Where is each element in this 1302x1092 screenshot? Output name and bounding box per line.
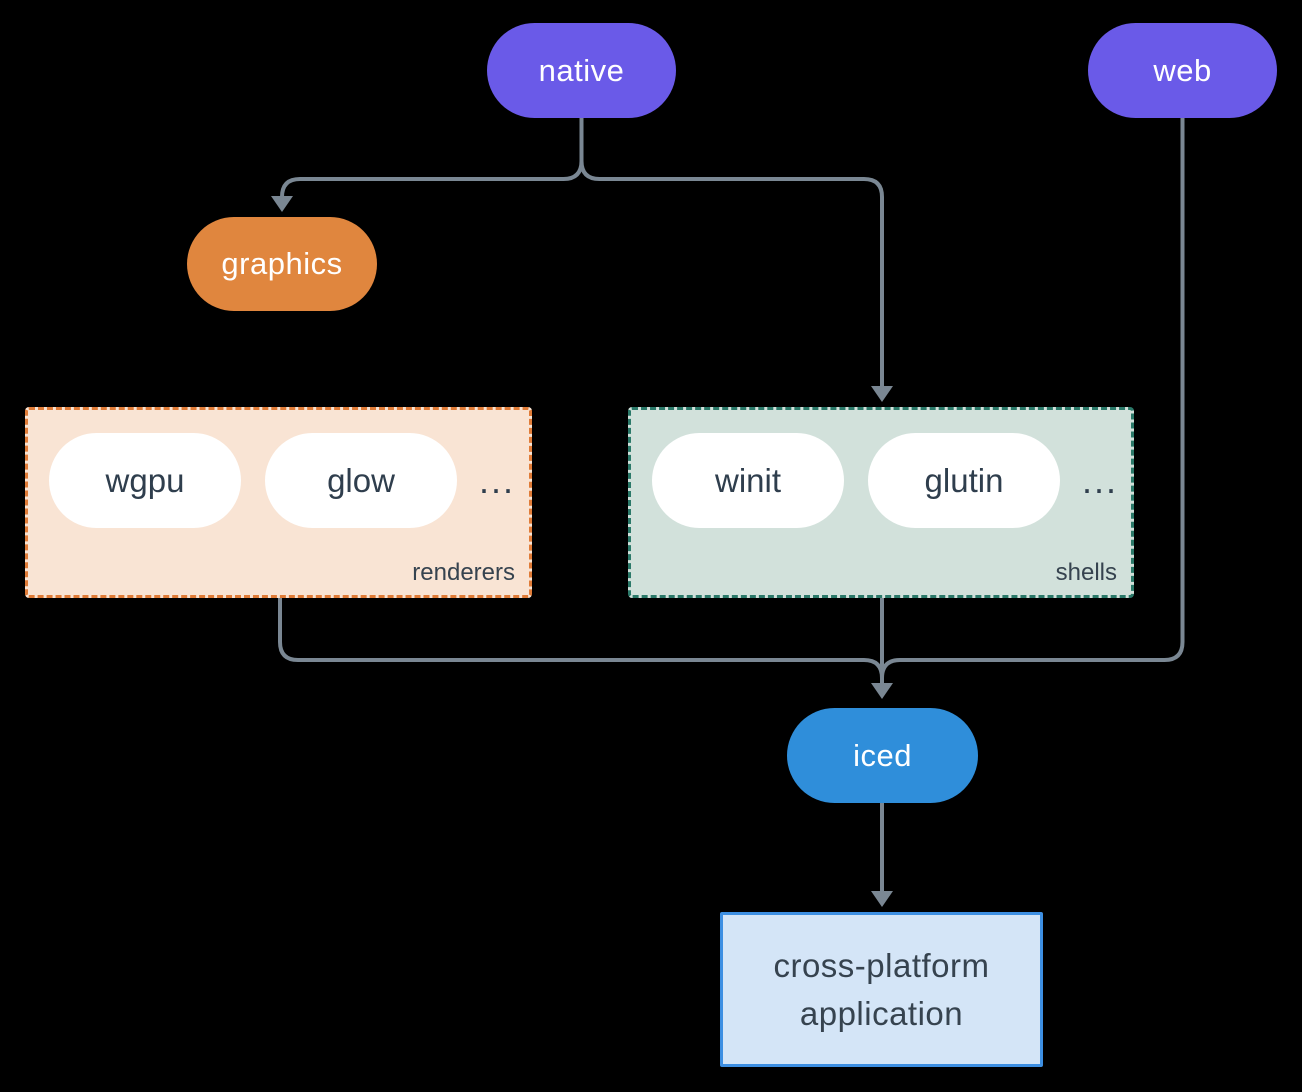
node-iced: iced xyxy=(787,708,978,803)
group-renderers: wgpu glow ... renderers xyxy=(25,407,532,598)
node-web-label: web xyxy=(1153,52,1212,88)
node-iced-label: iced xyxy=(853,737,912,773)
application-label-line2: application xyxy=(799,994,964,1032)
node-graphics-label: graphics xyxy=(221,246,343,281)
application-label-line1: cross-platform xyxy=(773,946,990,984)
edge-native-graphics xyxy=(280,116,584,199)
node-graphics: graphics xyxy=(187,217,377,311)
node-cross-platform-application: cross-platform application xyxy=(720,912,1043,1067)
group-renderers-label: renderers xyxy=(412,559,515,586)
edge-renderers-iced xyxy=(278,596,884,680)
arrowhead-iced xyxy=(871,683,893,699)
edge-web-iced xyxy=(880,116,1185,680)
node-glutin-label: glutin xyxy=(924,461,1004,499)
node-glow: glow xyxy=(265,433,457,528)
node-native-label: native xyxy=(538,52,625,88)
group-shells: winit glutin ... shells xyxy=(628,407,1134,598)
group-shells-label: shells xyxy=(1055,559,1117,586)
node-native: native xyxy=(487,23,676,118)
node-winit: winit xyxy=(652,433,844,528)
arrowhead-application xyxy=(871,891,893,907)
node-winit-label: winit xyxy=(714,461,782,499)
node-wgpu-label: wgpu xyxy=(105,461,185,499)
node-glow-label: glow xyxy=(327,461,395,499)
node-web: web xyxy=(1088,23,1277,118)
arrowhead-graphics xyxy=(271,196,293,212)
arrowhead-shells xyxy=(871,386,893,402)
node-wgpu: wgpu xyxy=(49,433,241,528)
edge-native-shells xyxy=(579,116,884,388)
shells-ellipsis: ... xyxy=(1081,459,1118,501)
renderers-ellipsis: ... xyxy=(478,459,515,501)
node-glutin: glutin xyxy=(868,433,1060,528)
